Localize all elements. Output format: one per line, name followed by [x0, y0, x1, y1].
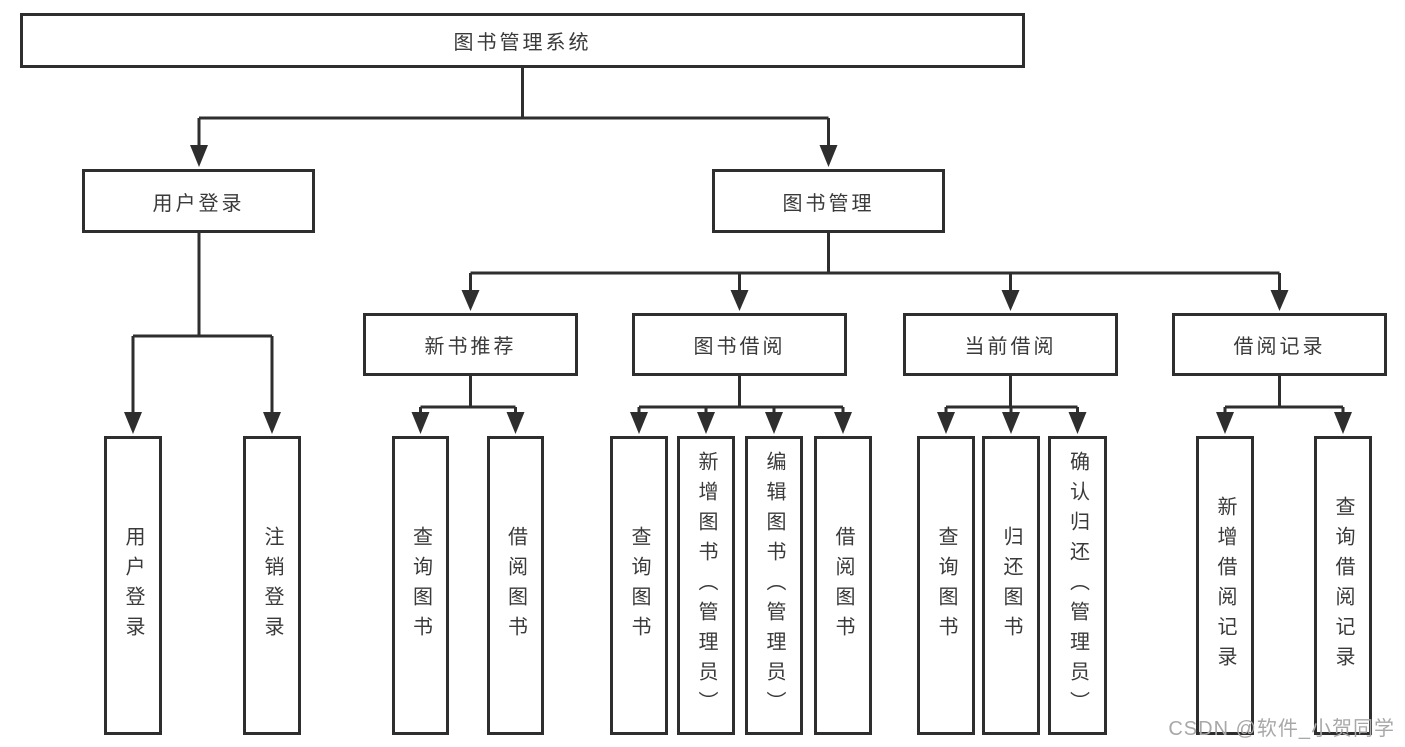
node-label: 确认归还（管理员） [1066, 450, 1089, 721]
node-label: 查询借阅记录 [1332, 495, 1354, 676]
arrowhead [124, 412, 142, 434]
arrowhead [506, 412, 525, 434]
node-label: 图书借阅 [693, 336, 786, 358]
connector-user-login-fork [131, 233, 274, 413]
node-label: 用户登录 [152, 192, 245, 215]
arrowhead [1068, 412, 1087, 434]
connector-book-borrow-fork [637, 376, 845, 413]
arrowhead [263, 412, 281, 434]
node-label: 归还图书 [1000, 525, 1022, 646]
connector-current-borrow-fork [944, 376, 1079, 413]
arrowhead [461, 290, 480, 311]
leaf-confirm-return-admin: 确认归还（管理员） [1048, 436, 1107, 735]
node-label: 当前借阅 [964, 336, 1057, 358]
leaf-return-book: 归还图书 [982, 436, 1040, 735]
arrowhead [1334, 412, 1352, 434]
arrowhead [765, 412, 783, 434]
leaf-query-books-recommend: 查询图书 [392, 436, 449, 735]
leaf-user-login: 用户登录 [104, 436, 162, 735]
arrowhead [834, 412, 852, 434]
node-label: 借阅图书 [504, 525, 527, 646]
node-label: 编辑图书（管理员） [763, 450, 785, 721]
leaf-query-books-current: 查询图书 [917, 436, 975, 735]
leaf-add-book-admin: 新增图书（管理员） [677, 436, 735, 735]
leaf-logout: 注销登录 [243, 436, 301, 735]
arrowhead [630, 412, 648, 434]
node-label: 查询图书 [409, 525, 432, 646]
csdn-watermark: CSDN @软件_小贺同学 [1168, 718, 1395, 740]
arrowhead [190, 145, 208, 167]
leaf-query-borrow-record: 查询借阅记录 [1314, 436, 1372, 735]
node-book-borrow: 图书借阅 [632, 313, 847, 376]
leaf-query-books-borrow: 查询图书 [610, 436, 668, 735]
connector-borrow-record-fork [1223, 376, 1345, 413]
node-label: 图书管理 [782, 192, 875, 215]
connector-book-mgmt-fork [469, 233, 1281, 291]
node-borrow-records: 借阅记录 [1172, 313, 1387, 376]
node-user-login-branch: 用户登录 [82, 169, 315, 233]
arrowhead [730, 290, 749, 311]
node-label: 新书推荐 [424, 336, 517, 358]
node-label: 查询图书 [935, 525, 957, 646]
arrowhead [1270, 290, 1289, 311]
arrowhead [937, 412, 955, 434]
arrowhead [1002, 412, 1020, 434]
arrowhead [1216, 412, 1234, 434]
connector-new-book-fork [419, 376, 517, 413]
arrowhead [411, 412, 430, 434]
arrowhead [697, 412, 715, 434]
node-label: 注销登录 [261, 525, 283, 646]
arrowhead [1001, 290, 1020, 311]
node-label: 图书管理系统 [453, 32, 592, 54]
leaf-add-borrow-record: 新增借阅记录 [1196, 436, 1254, 735]
arrowhead [819, 145, 838, 167]
leaf-borrow-books: 借阅图书 [814, 436, 872, 735]
node-new-book-recommend: 新书推荐 [363, 313, 578, 376]
node-label: 借阅记录 [1233, 336, 1326, 358]
node-label: 新增图书（管理员） [695, 450, 717, 721]
node-current-borrow: 当前借阅 [903, 313, 1118, 376]
node-book-management: 图书管理 [712, 169, 945, 233]
leaf-edit-book-admin: 编辑图书（管理员） [745, 436, 803, 735]
node-label: 用户登录 [122, 525, 144, 646]
node-label: 借阅图书 [832, 525, 854, 646]
node-label: 新增借阅记录 [1214, 495, 1236, 676]
leaf-borrow-books-recommend: 借阅图书 [487, 436, 544, 735]
node-label: 查询图书 [628, 525, 650, 646]
connector-root-fork [197, 68, 830, 146]
node-library-system: 图书管理系统 [20, 13, 1025, 68]
